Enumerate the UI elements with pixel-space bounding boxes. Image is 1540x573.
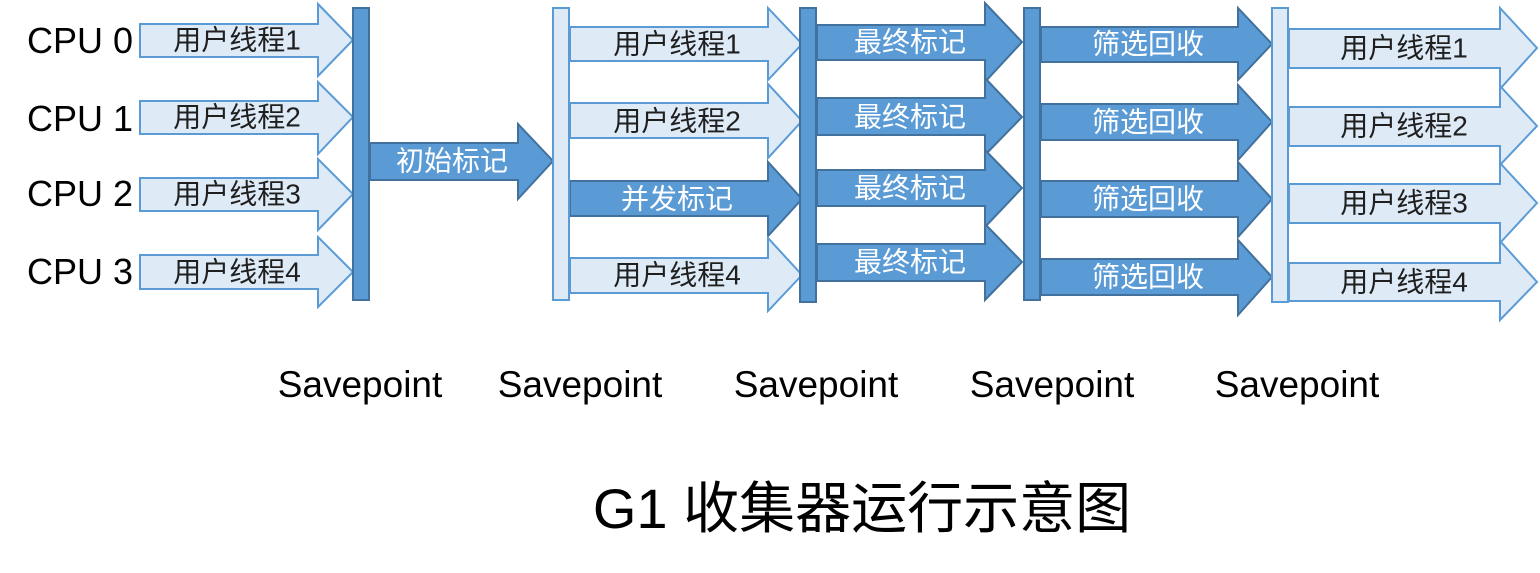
user-thread-1-arrow — [569, 5, 804, 83]
thread-arrow-labels: 用户线程1用户线程2用户线程3用户线程4初始标记用户线程1用户线程2并发标记用户… — [173, 25, 1468, 298]
user-thread-3-label: 用户线程3 — [1340, 188, 1468, 219]
cpu-2-label: CPU 2 — [27, 173, 133, 214]
user-thread-2-arrow — [1288, 83, 1539, 168]
user-thread-3-arrow — [139, 156, 355, 233]
concurrent-mark-arrow — [569, 159, 804, 239]
evacuation-label-cpu-0: 筛选回收 — [1092, 29, 1204, 60]
safepoint-label: Savepoint — [1215, 364, 1380, 405]
evacuation-arrow-cpu-2 — [1040, 159, 1274, 240]
evacuation-arrow-cpu-1 — [1040, 82, 1274, 163]
user-thread-2-label: 用户线程2 — [173, 102, 301, 133]
user-thread-3-label: 用户线程3 — [173, 179, 301, 210]
cpu-0-label: CPU 0 — [27, 20, 133, 61]
cpu-labels: CPU 0 CPU 1 CPU 2 CPU 3 — [27, 20, 133, 292]
user-thread-1-label: 用户线程1 — [613, 29, 741, 60]
final-mark-label-cpu-2: 最终标记 — [854, 173, 966, 204]
safepoint-bar — [1271, 7, 1289, 303]
final-mark-label-cpu-3: 最终标记 — [854, 247, 966, 278]
user-thread-1-label: 用户线程1 — [173, 25, 301, 56]
user-thread-3-arrow — [1288, 160, 1539, 246]
final-mark-arrow-cpu-1 — [816, 75, 1024, 158]
user-thread-4-arrow — [139, 234, 355, 310]
user-thread-2-label: 用户线程2 — [613, 106, 741, 137]
evacuation-label-cpu-3: 筛选回收 — [1092, 262, 1204, 293]
safepoint-bar — [1023, 7, 1041, 301]
user-thread-2-label: 用户线程2 — [1340, 111, 1468, 142]
evacuation-arrow-cpu-0 — [1040, 5, 1274, 83]
evacuation-label-cpu-1: 筛选回收 — [1092, 107, 1204, 138]
diagram-title: G1 收集器运行示意图 — [593, 477, 1131, 540]
cpu-3-label: CPU 3 — [27, 251, 133, 292]
safepoint-label: Savepoint — [498, 364, 663, 405]
final-mark-arrow-cpu-3 — [816, 221, 1024, 303]
user-thread-2-arrow — [139, 79, 355, 157]
final-mark-arrow-cpu-2 — [816, 147, 1024, 230]
thread-arrows — [139, 0, 1539, 323]
concurrent-mark-label: 并发标记 — [621, 184, 733, 215]
user-thread-4-arrow — [569, 235, 804, 314]
safepoint-label: Savepoint — [734, 364, 899, 405]
final-mark-arrow-cpu-0 — [816, 0, 1024, 85]
safepoint-bar — [552, 7, 570, 301]
user-thread-2-arrow — [569, 81, 804, 161]
initial-mark-arrow — [369, 121, 555, 202]
safepoint-bars — [352, 7, 1289, 303]
initial-mark-label: 初始标记 — [396, 146, 508, 177]
user-thread-1-arrow — [1288, 5, 1539, 92]
safepoint-bar — [352, 7, 370, 301]
user-thread-4-label: 用户线程4 — [173, 257, 301, 288]
safepoint-label: Savepoint — [970, 364, 1135, 405]
safepoint-label: Savepoint — [278, 364, 443, 405]
user-thread-4-label: 用户线程4 — [613, 260, 741, 291]
user-thread-4-label: 用户线程4 — [1340, 267, 1468, 298]
safepoint-bar — [799, 7, 817, 303]
evacuation-arrow-cpu-3 — [1040, 237, 1274, 318]
safepoint-labels: Savepoint Savepoint Savepoint Savepoint … — [278, 364, 1380, 405]
evacuation-label-cpu-2: 筛选回收 — [1092, 184, 1204, 215]
cpu-1-label: CPU 1 — [27, 98, 133, 139]
user-thread-4-arrow — [1288, 238, 1539, 323]
final-mark-label-cpu-0: 最终标记 — [854, 27, 966, 58]
user-thread-1-label: 用户线程1 — [1340, 33, 1468, 64]
final-mark-label-cpu-1: 最终标记 — [854, 102, 966, 133]
user-thread-1-arrow — [139, 1, 355, 79]
